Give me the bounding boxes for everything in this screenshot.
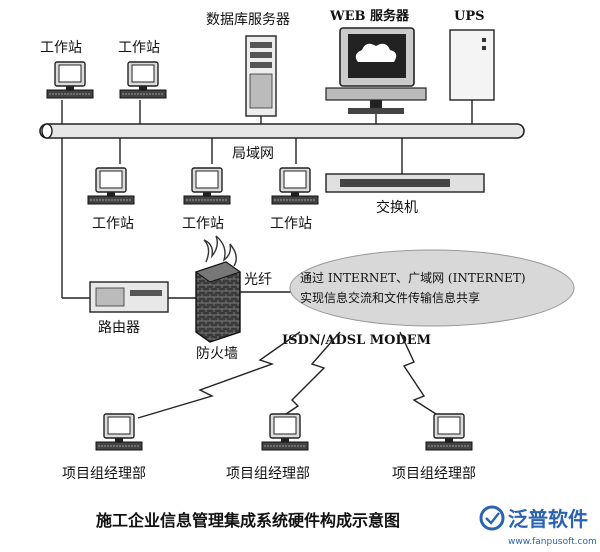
workstation-label: 工作站 — [270, 216, 312, 232]
wan-links — [137, 331, 437, 419]
workstation-mid-1: 工作站 — [87, 167, 135, 232]
diagram-caption: 施工企业信息管理集成系统硬件构成示意图 — [96, 511, 400, 530]
firewall: 防火墙 — [194, 235, 242, 362]
web-server-label: WEB 服务器 — [329, 8, 410, 24]
workstation-label: 工作站 — [118, 40, 160, 56]
workstation-top-2: 工作站 — [118, 40, 167, 99]
internet-cloud: 通过 INTERNET、广域网 (INTERNET) 实现信息交流和文件传输信息… — [289, 249, 575, 327]
project-dept-label: 项目组经理部 — [62, 466, 146, 482]
router-label: 路由器 — [98, 320, 140, 336]
project-dept-label: 项目组经理部 — [226, 466, 310, 482]
workstation-label: 工作站 — [182, 216, 224, 232]
workstation-mid-3: 工作站 — [270, 167, 319, 232]
lan-backbone — [39, 123, 525, 139]
workstation-label: 工作站 — [40, 40, 82, 56]
cloud-text-line2: 实现信息交流和文件传输信息共享 — [300, 290, 480, 305]
router: 路由器 — [89, 281, 169, 336]
ups-label: UPS — [454, 9, 485, 24]
fiber-label: 光纤 — [244, 272, 272, 288]
cloud-text-line1: 通过 INTERNET、广域网 (INTERNET) — [300, 271, 526, 285]
project-dept-label: 项目组经理部 — [392, 466, 476, 482]
workstation-top-1: 工作站 — [40, 40, 94, 99]
watermark-logo: 泛普软件 www.fanpusoft.com — [479, 505, 597, 547]
project-dept-3: 项目组经理部 — [392, 413, 476, 482]
web-server: WEB 服务器 — [325, 8, 427, 114]
modem-label: ISDN/ADSL MODEM — [282, 333, 431, 348]
ups-unit: UPS — [449, 9, 495, 101]
workstation-mid-2: 工作站 — [182, 167, 231, 232]
database-server: 数据库服务器 — [206, 12, 290, 117]
watermark-url: www.fanpusoft.com — [508, 537, 597, 547]
db-server-label: 数据库服务器 — [206, 12, 290, 28]
watermark-brand: 泛普软件 — [508, 507, 588, 531]
switch-label: 交换机 — [376, 199, 418, 216]
network-switch: 交换机 — [325, 173, 485, 216]
firewall-label: 防火墙 — [196, 346, 238, 362]
project-dept-1: 项目组经理部 — [62, 413, 146, 482]
lan-label: 局域网 — [232, 146, 274, 162]
workstation-label: 工作站 — [92, 216, 134, 232]
project-dept-2: 项目组经理部 — [226, 413, 310, 482]
